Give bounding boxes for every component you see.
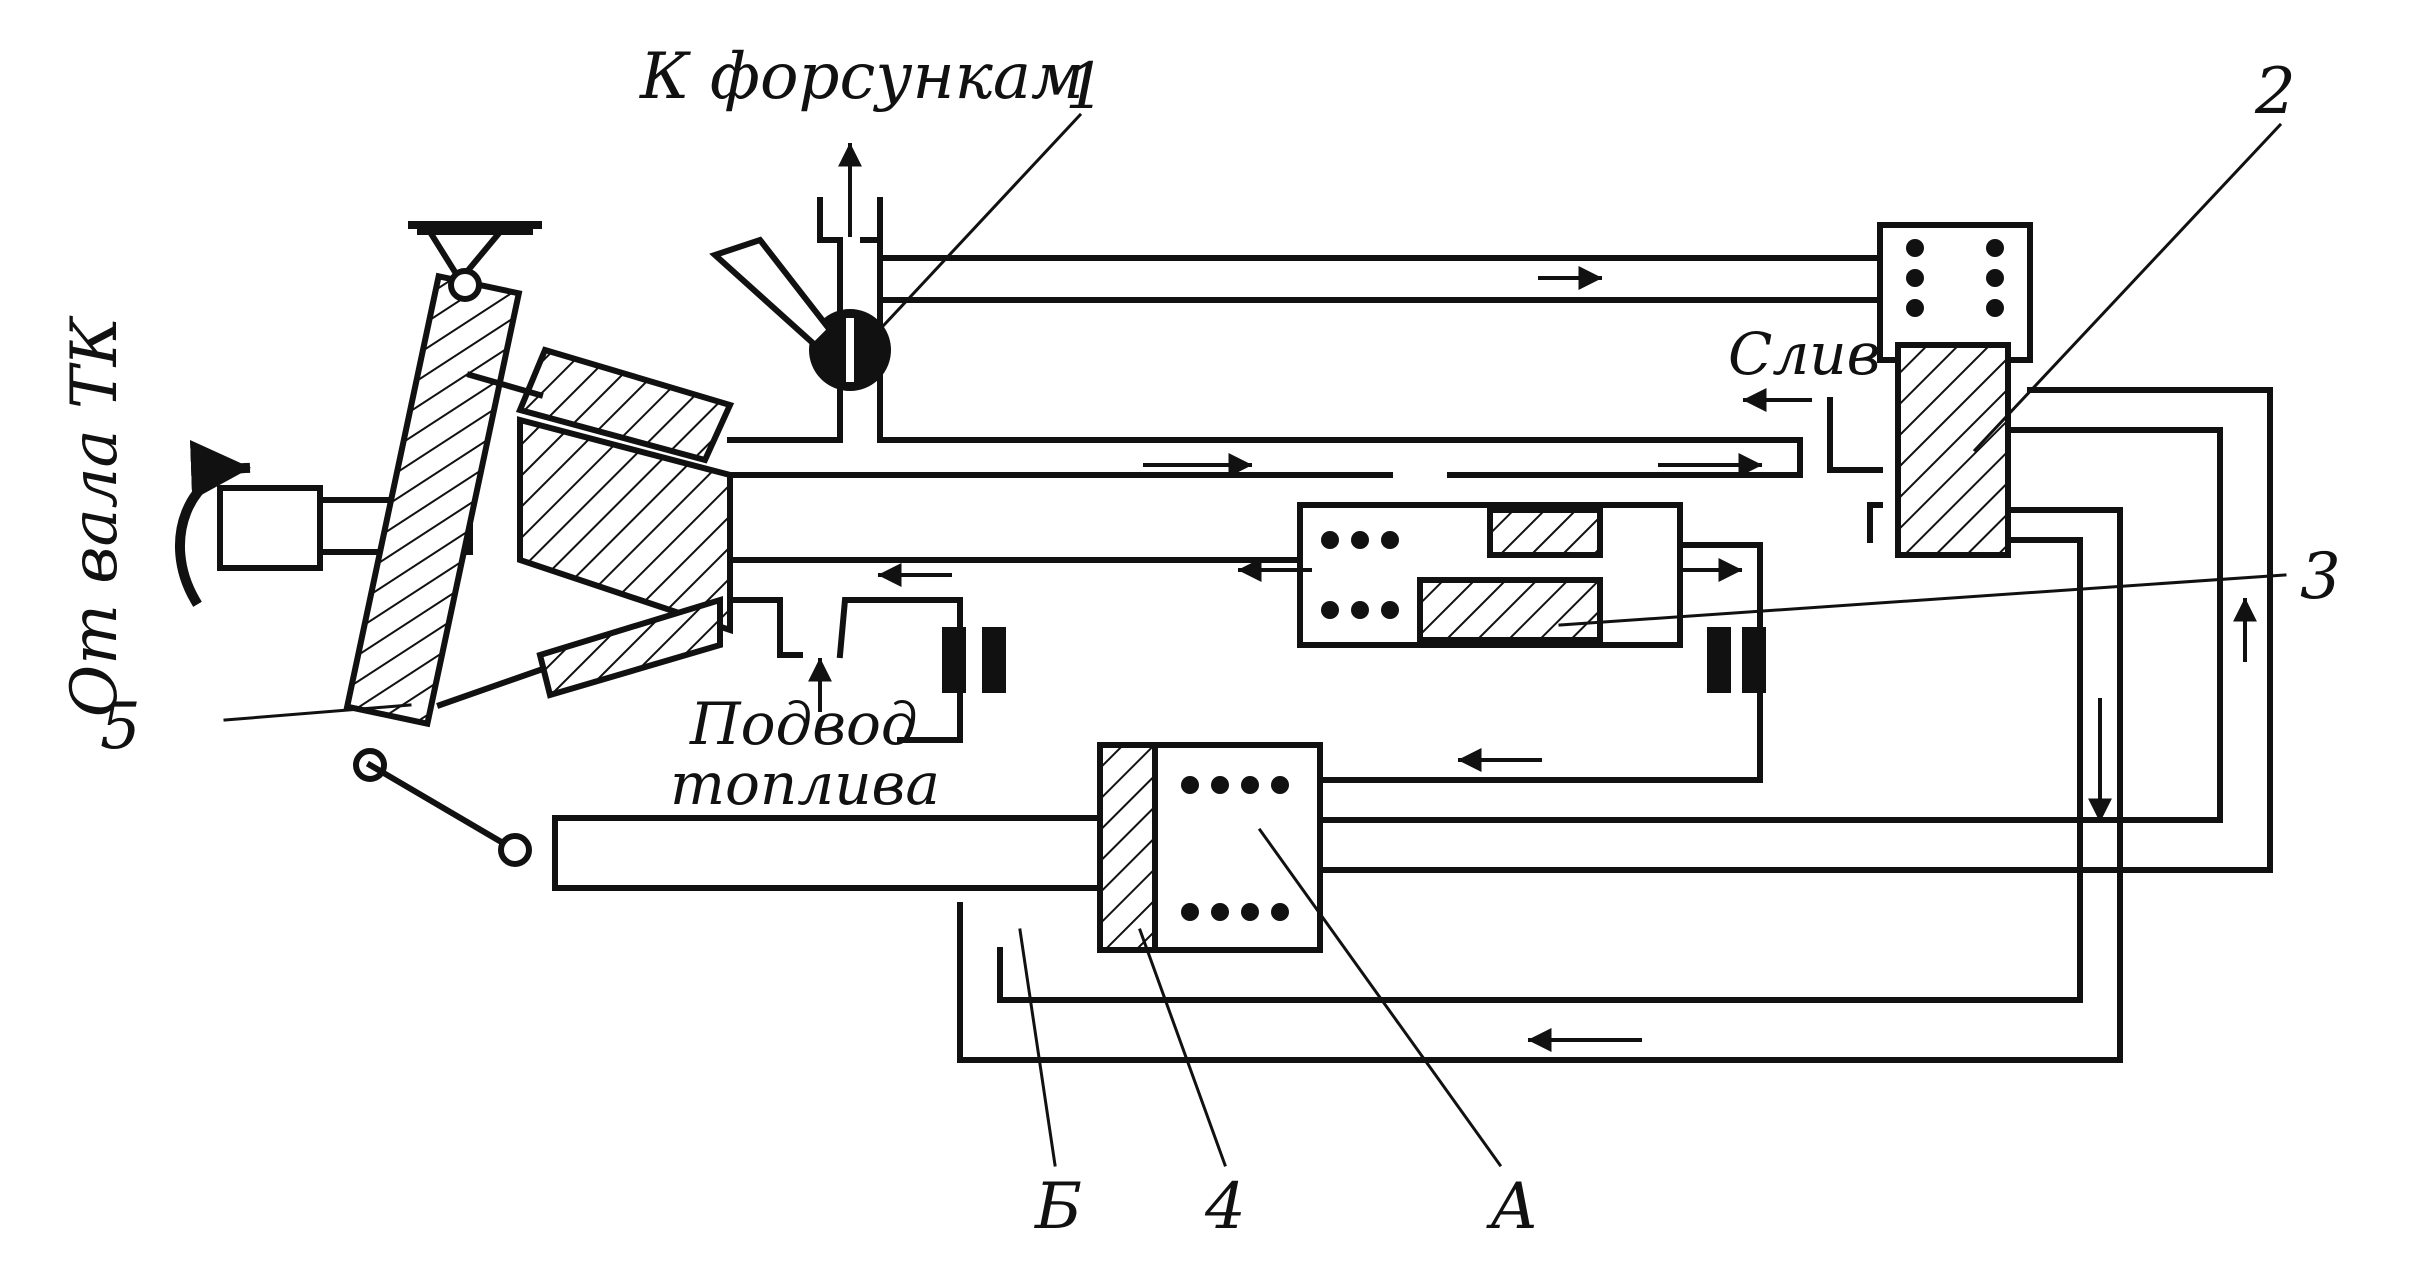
leader-2 — [1972, 122, 2283, 453]
pivot-top — [448, 268, 482, 302]
label-fuel-supply-2: топлива — [670, 750, 940, 818]
leader-5 — [223, 703, 412, 722]
right-loop-outer — [1317, 387, 2273, 873]
rod-pivot — [498, 833, 532, 867]
control-valve-housing — [1877, 222, 2033, 363]
valve-handle — [709, 236, 834, 350]
fuel-inlet-right — [836, 597, 963, 743]
servo-rod — [552, 815, 1103, 891]
leader-3 — [1558, 573, 2287, 627]
valve-spring — [1906, 239, 2004, 317]
label-number-1: 1 — [1065, 50, 1106, 124]
lower-link — [436, 666, 544, 709]
orifice-right-a — [1707, 627, 1731, 693]
upper-link — [466, 371, 544, 399]
right-loop-inner — [1317, 427, 2223, 823]
shaft-coupling — [217, 485, 323, 571]
servo-link — [365, 760, 520, 855]
label-from-shaft: От вала ТК — [58, 316, 133, 718]
servo-piston — [1097, 742, 1158, 953]
right-loop-down — [957, 507, 2123, 1063]
lower-flyweight — [536, 595, 723, 699]
injector-branch-left — [727, 197, 843, 443]
distributor-piston-lower — [1417, 577, 1603, 643]
label-number-3: 3 — [2300, 540, 2341, 614]
servo-spring — [1181, 776, 1289, 921]
label-number-2: 2 — [2255, 55, 2296, 129]
drain-port — [1827, 397, 1883, 473]
right-loop-down-inner — [997, 537, 2083, 1003]
drain-port-2 — [1867, 502, 1883, 543]
label-drain: Слив — [1728, 320, 1881, 388]
orifice-left-b — [982, 627, 1006, 693]
main-channel-top-right — [1447, 437, 1803, 478]
distributor-piston-upper — [1487, 507, 1603, 558]
orifice-left-a — [942, 627, 966, 693]
rotation-arrow-icon — [175, 440, 251, 607]
orifice-right-b — [1742, 627, 1766, 693]
upper-bypass — [877, 227, 1893, 261]
label-to-injectors: К форсункам — [640, 40, 1085, 114]
injector-branch-right — [860, 197, 1803, 443]
leader-a — [1257, 827, 1503, 1168]
label-number-5: 5 — [100, 690, 141, 764]
cone-spool — [517, 416, 733, 635]
label-number-4: 4 — [1205, 1170, 1246, 1244]
label-letter-a: А — [1490, 1170, 1539, 1244]
control-valve-plunger — [1895, 342, 2011, 558]
leader-b — [1018, 928, 1057, 1167]
label-letter-b: Б — [1035, 1170, 1083, 1244]
distributor-spring — [1321, 531, 1399, 619]
leader-1 — [867, 112, 1083, 343]
leader-4 — [1138, 928, 1227, 1167]
fuel-inlet-left — [727, 597, 803, 658]
label-fuel-supply-1: Подвод — [690, 690, 918, 758]
